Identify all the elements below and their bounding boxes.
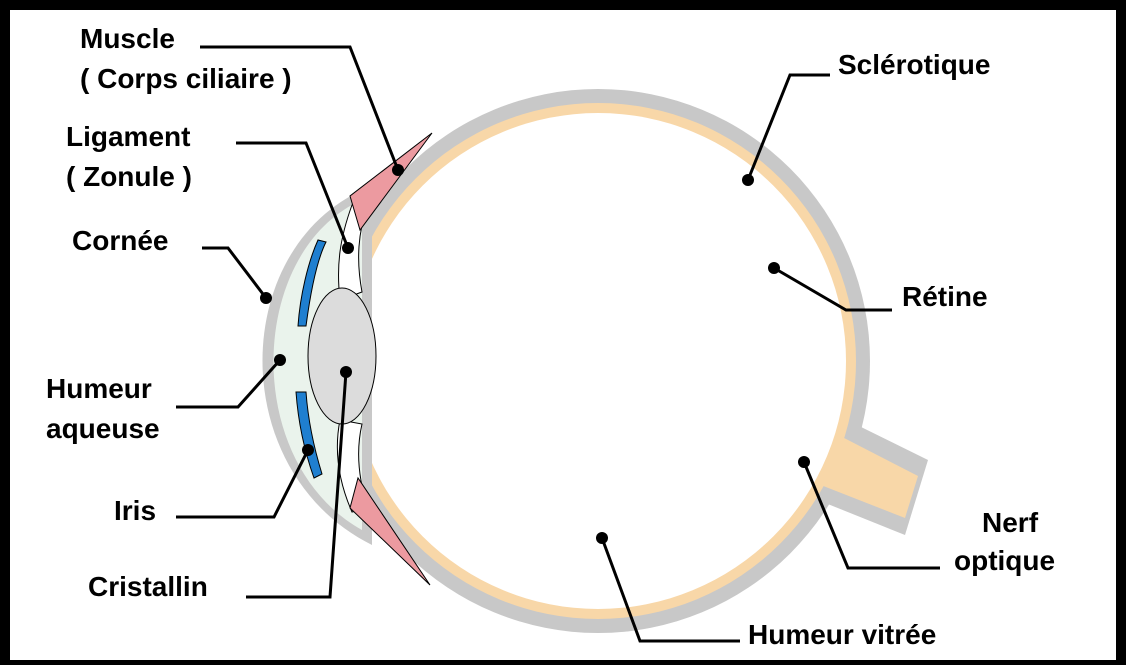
- label-iris: Iris: [114, 495, 156, 526]
- label-nerf-optique-2: optique: [954, 545, 1055, 576]
- label-cristallin: Cristallin: [88, 571, 208, 602]
- label-muscle: Muscle: [80, 23, 175, 54]
- label-sclerotique: Sclérotique: [838, 49, 990, 80]
- label-corps-ciliaire: ( Corps ciliaire ): [80, 63, 292, 94]
- label-humeur-aqueuse-2: aqueuse: [46, 413, 160, 444]
- label-retine: Rétine: [902, 281, 988, 312]
- label-ligament: Ligament: [66, 121, 190, 152]
- label-humeur-aqueuse-1: Humeur: [46, 373, 152, 404]
- label-cornee: Cornée: [72, 225, 168, 256]
- label-nerf-optique-1: Nerf: [982, 507, 1039, 538]
- crystalline-lens: [308, 288, 376, 424]
- label-humeur-vitree: Humeur vitrée: [748, 619, 936, 650]
- label-zonule: ( Zonule ): [66, 161, 192, 192]
